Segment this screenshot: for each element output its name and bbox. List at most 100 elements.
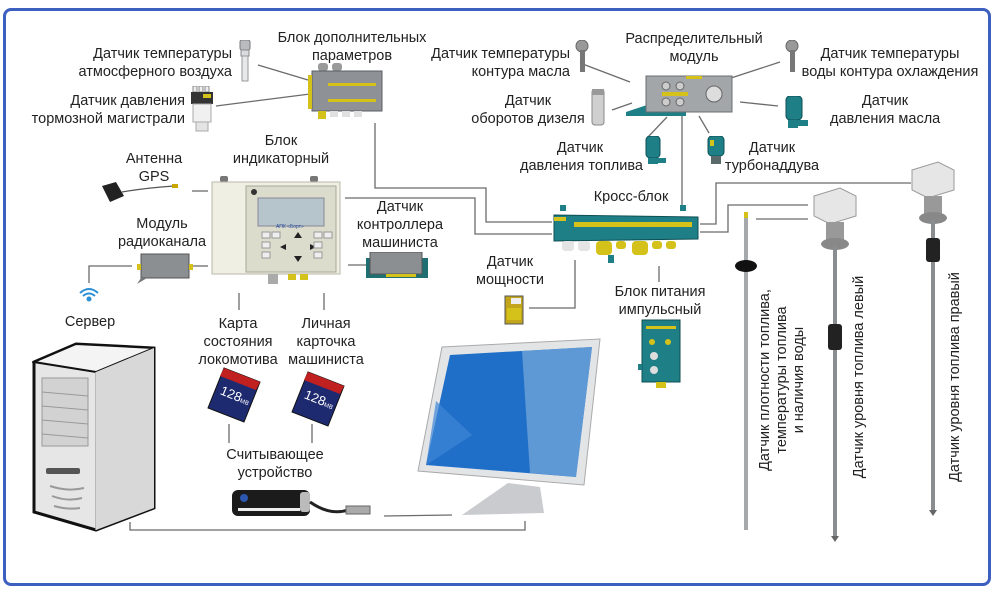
label-line: Датчик температуры: [431, 46, 570, 62]
gps-antenna-icon: [102, 182, 178, 202]
label-line: Личная: [301, 316, 351, 332]
label-line: GPS: [138, 169, 170, 185]
label-line: Датчик давления: [70, 93, 185, 109]
label-indicator-block: Блок индикаторный: [226, 132, 336, 168]
label-line: давления масла: [830, 111, 941, 127]
wire-reader-monitor: [383, 514, 453, 517]
label-line: Датчик уровня топлива левый: [851, 275, 867, 479]
label-line: Блок: [264, 133, 298, 149]
label-pulse-psu: Блок питания импульсный: [608, 283, 712, 319]
label-turbo: Датчик турбонаддува: [722, 139, 822, 175]
label-line: индикаторный: [232, 151, 330, 167]
pressure-sensor-icon: [191, 86, 213, 132]
label-oil-pressure: Датчик давления масла: [830, 92, 940, 128]
label-line: Модуль: [136, 216, 188, 232]
oil-pressure-sensor-icon: [785, 96, 808, 128]
label-line: Карта: [218, 316, 258, 332]
label-line: машиниста: [362, 235, 438, 251]
card-reader-icon: [232, 490, 371, 516]
label-line: параметров: [311, 48, 393, 64]
wire-brake: [215, 93, 311, 107]
cross-block-icon: [553, 205, 699, 263]
power-sensor-icon: [504, 295, 524, 325]
label-line: контроллера: [356, 217, 444, 233]
label-line: Считывающее: [226, 447, 324, 463]
label-line: давления топлива: [520, 158, 643, 174]
label-line: Датчик температуры: [93, 46, 232, 62]
sd-card-icon: [291, 371, 345, 427]
wire-oil-pressure: [739, 101, 779, 107]
fuel-pressure-sensor-icon: [645, 136, 666, 164]
label-diesel-rpm: Датчик оборотов дизеля: [466, 92, 590, 128]
fuel-level-right-probe-icon: [911, 161, 955, 516]
radio-module-icon: [137, 253, 193, 284]
label-temp-coolant: Датчик температуры воды контура охлажден…: [800, 45, 980, 81]
label-fuel-level-right: Датчик уровня топлива правый: [947, 267, 964, 487]
wire-turbo: [698, 115, 710, 134]
label-line: Кросс-блок: [593, 189, 669, 205]
wire-temp-coolant: [730, 61, 781, 79]
sd-card-driver: 128MB: [290, 370, 346, 428]
indicator-block-icon: [211, 176, 341, 284]
extra-params-block-icon: [308, 63, 383, 119]
indicator-block-device: АПК «Борт»: [210, 176, 344, 284]
distribution-module-icon: [626, 75, 733, 116]
label-line: турбонаддува: [724, 158, 820, 174]
label-server: Сервер: [55, 313, 125, 331]
turbo-sensor-icon: [707, 136, 725, 164]
label-loco-card: Карта состояния локомотива: [188, 315, 288, 369]
label-temp-air: Датчик температуры атмосферного воздуха: [60, 45, 233, 81]
label-power-sensor: Датчик мощности: [460, 253, 560, 289]
indicator-brand-label: АПК «Борт»: [276, 224, 304, 230]
diagram-frame: [3, 8, 991, 586]
label-line: импульсный: [618, 302, 702, 318]
wire-extra-to-cross: [374, 123, 552, 223]
wire-fuel-pressure: [647, 116, 668, 138]
label-line: Распределительный: [625, 31, 763, 47]
label-line: устройство: [237, 465, 313, 481]
label-card-reader: Считывающее устройство: [215, 446, 335, 482]
wire-radio-server: [88, 265, 132, 283]
power-supply-icon: [638, 319, 681, 388]
label-line: Датчик: [556, 140, 604, 156]
label-line: Датчик: [504, 93, 552, 109]
label-line: модуль: [669, 49, 719, 65]
wire-level-left: [700, 204, 808, 233]
label-line: радиоканала: [117, 234, 207, 250]
fuel-level-left-probe-icon: [813, 187, 857, 542]
label-line: Датчик уровня топлива правый: [947, 272, 963, 482]
label-line: Блок дополнительных: [277, 30, 427, 46]
label-gps-antenna: Антенна GPS: [118, 150, 190, 186]
monitor-icon: [417, 338, 601, 515]
wire-indicator-to-cross: [345, 197, 552, 235]
server-tower-icon: [32, 342, 156, 532]
label-line: Датчик температуры: [820, 46, 960, 62]
temperature-sensor-icon: [239, 40, 251, 82]
wire-server-monitor: [129, 521, 526, 531]
label-line: воды контура охлаждения: [801, 64, 979, 80]
label-line: Датчик: [861, 93, 909, 109]
label-line: локомотива: [198, 352, 278, 368]
fuel-density-probe-icon: [735, 212, 757, 530]
label-fuel-level-left: Датчик уровня топлива левый: [851, 272, 868, 482]
label-line: Датчик: [376, 199, 424, 215]
label-fuel-density: Датчик плотности топлива, температуры то…: [757, 285, 808, 475]
wire-temp-air: [257, 64, 309, 81]
label-line: Датчик: [748, 140, 796, 156]
wireless-signal-icon: [79, 288, 99, 302]
label-driver-controller: Датчик контроллера машиниста: [350, 198, 450, 252]
label-line: оборотов дизеля: [471, 111, 585, 127]
wire-level-right: [700, 182, 911, 225]
label-line: и наличия воды: [791, 326, 807, 434]
sd-card-loco: 128MB: [206, 366, 262, 424]
driver-controller-sensor-icon: [366, 252, 428, 278]
label-line: Датчик плотности топлива,: [757, 289, 773, 471]
label-line: Сервер: [64, 314, 116, 330]
label-line: Блок питания: [614, 284, 706, 300]
label-line: карточка: [296, 334, 356, 350]
label-radio-module: Модуль радиоканала: [112, 215, 212, 251]
label-line: контура масла: [471, 64, 570, 80]
wire-temp-oil: [579, 62, 631, 83]
label-line: машиниста: [288, 352, 364, 368]
